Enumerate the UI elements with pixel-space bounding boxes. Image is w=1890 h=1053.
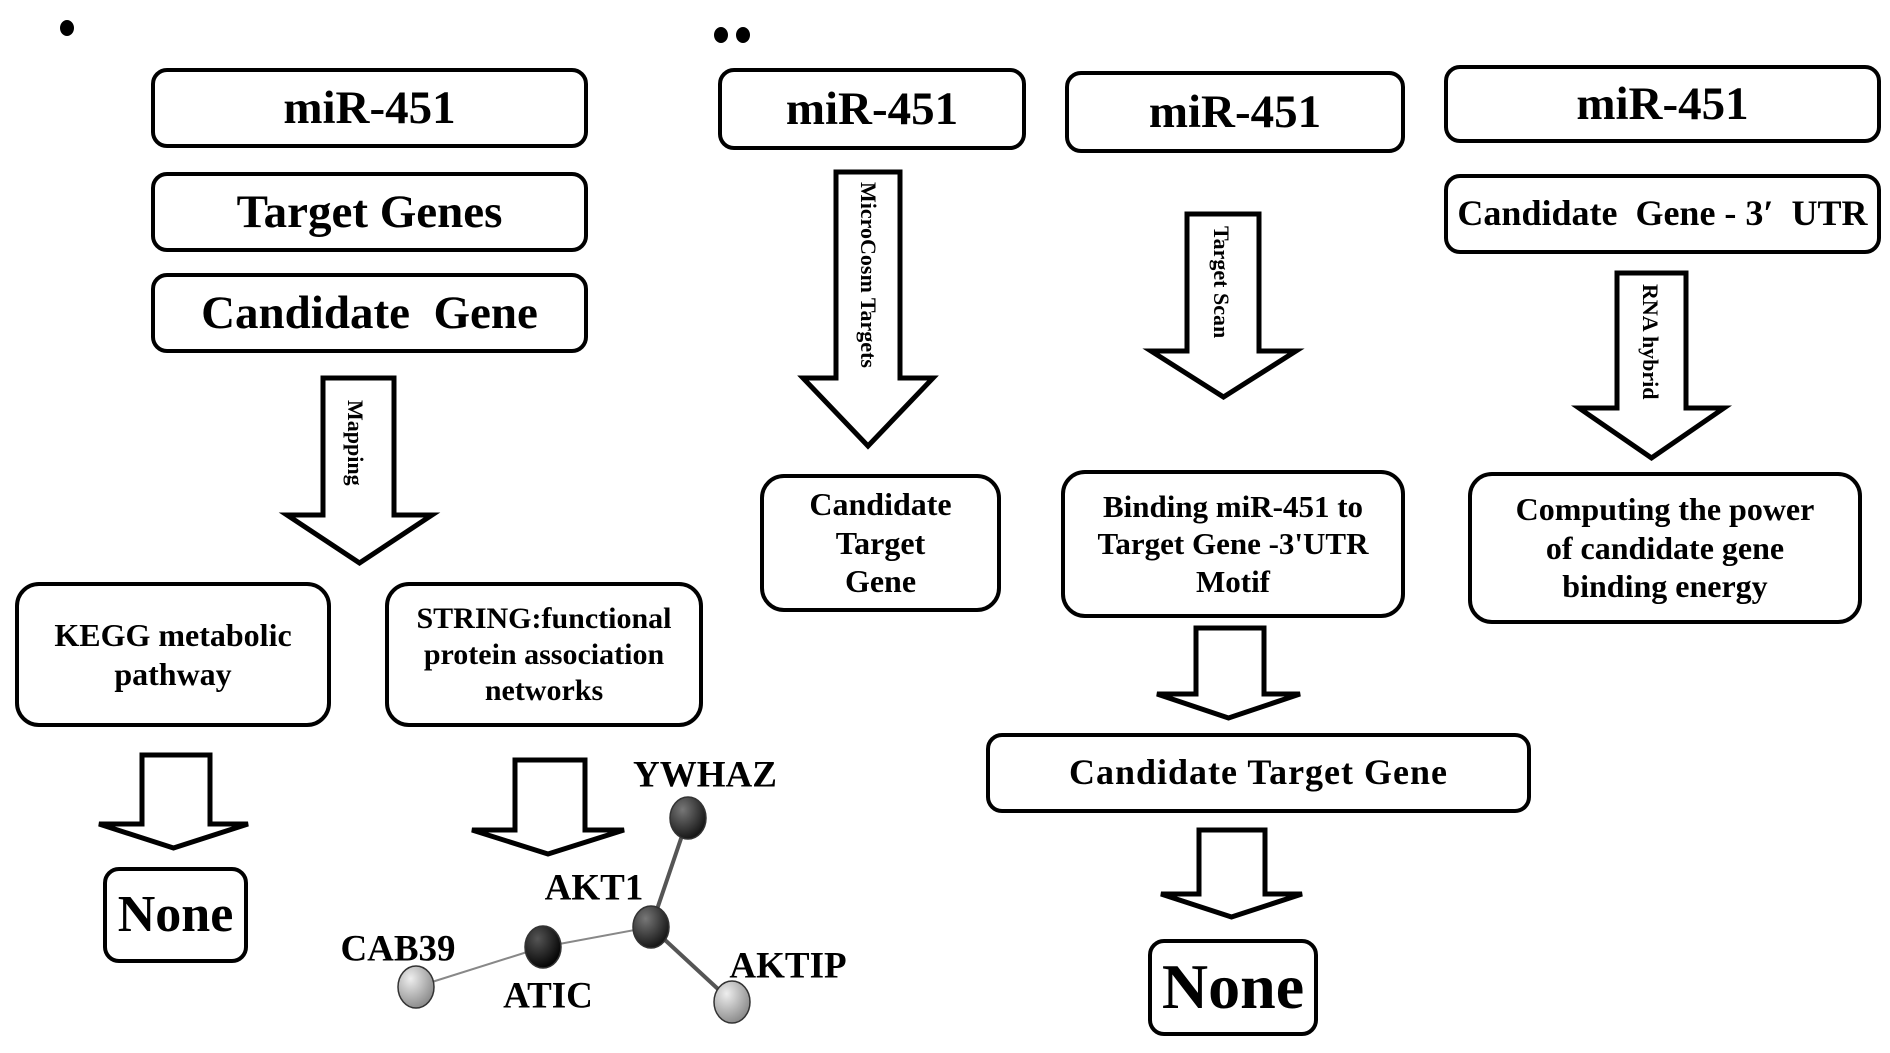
kegg-box: KEGG metabolic pathway	[15, 582, 331, 727]
col3-utr-label: Candidate Gene - 3′ UTR	[1457, 193, 1868, 234]
panel-a-target-genes-box: Target Genes	[151, 172, 588, 252]
kegg-down-arrow	[98, 752, 249, 851]
col1-result-line-3: Gene	[844, 563, 917, 600]
col1-mirna-label: miR-451	[785, 82, 959, 135]
col2-result-line-1: Binding miR-451 to	[1102, 489, 1364, 525]
string-down-arrow	[471, 757, 625, 857]
microcosm-arrow	[797, 169, 939, 450]
targetscan-arrow	[1142, 211, 1305, 400]
string-box: STRING:functional protein association ne…	[385, 582, 703, 727]
col3-utr-box: Candidate Gene - 3′ UTR	[1444, 174, 1881, 254]
rnahybrid-arrow	[1570, 270, 1733, 462]
kegg-result-box: None	[103, 867, 248, 963]
candidate-down-arrow	[1160, 827, 1303, 920]
node-label-cab39: CAB39	[340, 928, 456, 970]
panel-a-marker	[60, 20, 74, 36]
node-akt1	[632, 905, 670, 949]
microcosm-arrow-label: MicroCosm Targets	[856, 182, 881, 368]
col3-mirna-label: miR-451	[1576, 77, 1749, 130]
col2-mirna-box: miR-451	[1065, 71, 1405, 153]
col1-mirna-box: miR-451	[718, 68, 1026, 150]
candidate-target-gene-label: Candidate Target Gene	[1068, 752, 1448, 793]
node-ywhaz	[669, 796, 707, 840]
col3-result-box: Computing the power of candidate gene bi…	[1468, 472, 1862, 624]
panel-a-candidate-gene-box: Candidate Gene	[151, 273, 588, 353]
panel-a-mirna-label: miR-451	[283, 81, 456, 134]
candidate-gene-label: Candidate Gene	[201, 286, 538, 339]
mapping-arrow-label: Mapping	[343, 400, 368, 486]
col2-result-box: Binding miR-451 to Target Gene -3'UTR Mo…	[1061, 470, 1405, 618]
node-cab39	[397, 965, 435, 1009]
panel-a-mirna-box: miR-451	[151, 68, 588, 148]
col2-result-line-2: Target Gene -3'UTR	[1097, 526, 1369, 562]
string-line-2: protein association	[423, 637, 665, 671]
col1-result-line-1: Candidate	[809, 486, 952, 523]
col2-final-box: None	[1148, 939, 1318, 1036]
edge-atic-cab39	[415, 946, 544, 988]
string-line-1: STRING:functional	[416, 601, 672, 635]
col2-final-label: None	[1161, 951, 1305, 1023]
string-line-3: networks	[484, 673, 604, 707]
col1-result-line-2: Target	[835, 524, 926, 561]
col2-mirna-label: miR-451	[1148, 85, 1322, 138]
node-label-akt1: AKT1	[544, 867, 644, 909]
col3-mirna-box: miR-451	[1444, 65, 1881, 143]
targetscan-arrow-label: Target Scan	[1209, 226, 1234, 339]
col3-result-line-1: Computing the power	[1515, 491, 1815, 528]
col1-result-box: Candidate Target Gene	[760, 474, 1001, 612]
col3-result-line-3: binding energy	[1562, 568, 1768, 605]
panel-b-marker-1	[714, 27, 728, 43]
panel-b-marker-2	[736, 27, 750, 43]
col3-result-line-2: of candidate gene	[1545, 529, 1785, 566]
rnahybrid-arrow-label: RNA hybrid	[1638, 284, 1663, 400]
kegg-line-2: pathway	[114, 655, 232, 692]
node-aktip	[713, 980, 751, 1024]
candidate-target-gene-box: Candidate Target Gene	[986, 733, 1531, 813]
node-label-atic: ATIC	[503, 975, 593, 1017]
kegg-result-label: None	[117, 885, 234, 943]
mapping-arrow	[278, 375, 441, 566]
col2-result-line-3: Motif	[1195, 563, 1271, 599]
node-label-aktip: AKTIP	[729, 945, 847, 987]
target-genes-label: Target Genes	[236, 185, 503, 238]
node-atic	[524, 925, 562, 969]
kegg-line-1: KEGG metabolic	[54, 617, 292, 654]
node-label-ywhaz: YWHAZ	[633, 754, 777, 796]
binding-down-arrow	[1156, 625, 1301, 721]
